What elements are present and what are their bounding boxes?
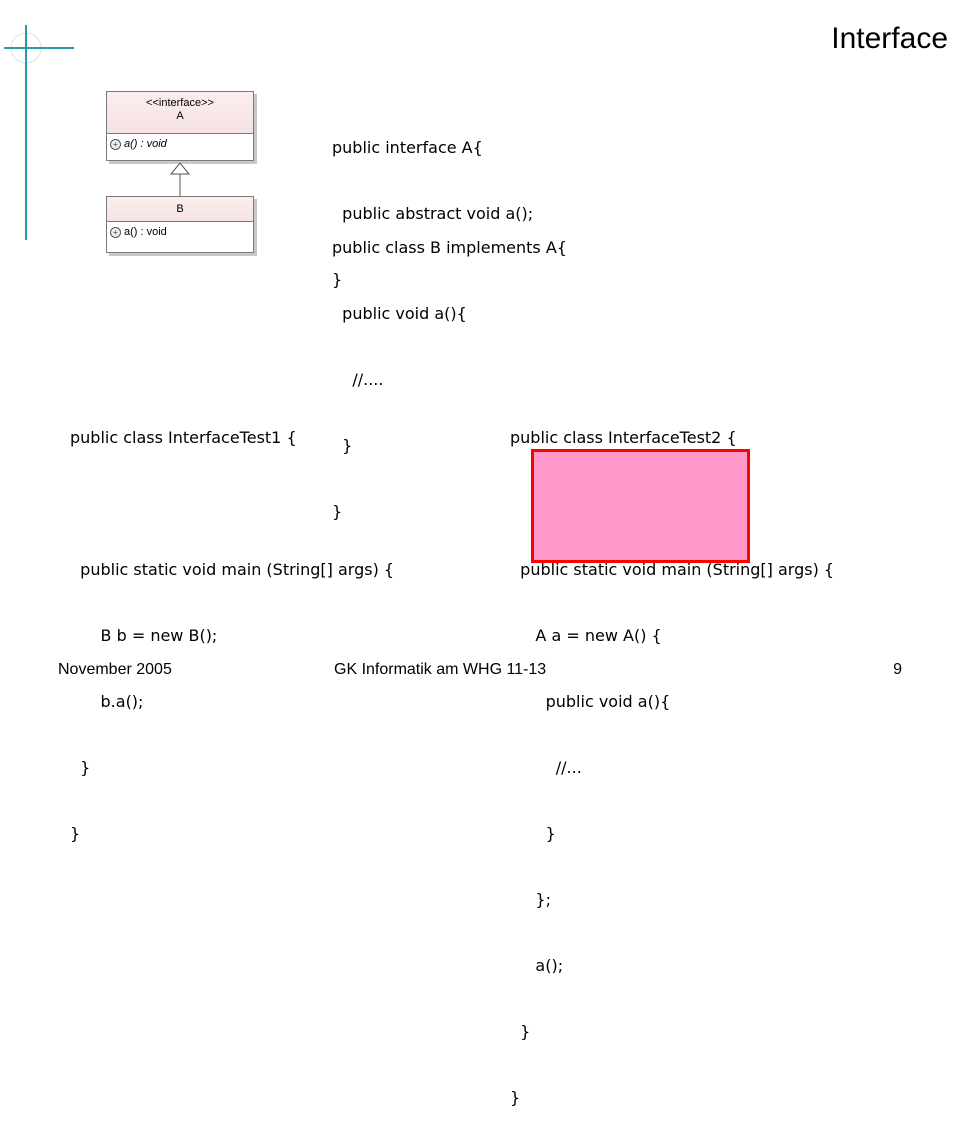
code-line: }	[510, 824, 556, 843]
code-line: public abstract void a();	[332, 204, 534, 223]
uml-interface-a: <<interface>> A + a() : void	[106, 91, 254, 161]
uml-realization-arrow	[169, 162, 191, 196]
code-line: public static void main (String[] args) …	[70, 560, 395, 579]
code-line: }	[70, 824, 81, 843]
code-line: public void a(){	[510, 692, 671, 711]
public-visibility-icon: +	[110, 226, 121, 238]
code-line: };	[510, 890, 551, 909]
code-line	[70, 493, 394, 515]
code-line: }	[332, 436, 353, 455]
code-line: //....	[332, 370, 384, 389]
uml-interface-operation-row: + a() : void	[107, 134, 253, 150]
slide-title: Interface	[831, 22, 948, 55]
uml-interface-stereotype: <<interface>>	[146, 97, 214, 109]
code-line: }	[510, 1022, 531, 1041]
code-line: public class InterfaceTest1 {	[70, 428, 297, 447]
code-interface-test2: public class InterfaceTest2 { public sta…	[510, 383, 834, 1131]
code-line: }	[332, 502, 343, 521]
footer-course: GK Informatik am WHG 11-13	[334, 661, 547, 678]
code-line: public void a(){	[332, 304, 467, 323]
uml-class-operation-row: + a() : void	[107, 222, 253, 238]
uml-class-b: B + a() : void	[106, 196, 254, 253]
code-interface-test1: public class InterfaceTest1 { public sta…	[70, 383, 394, 867]
code-line: }	[510, 1088, 521, 1107]
code-line: public class InterfaceTest2 {	[510, 428, 737, 447]
code-line: public static void main (String[] args) …	[510, 560, 835, 579]
code-line: public class B implements A{	[332, 238, 567, 257]
decorative-crosshair	[4, 25, 74, 240]
code-line: }	[332, 270, 343, 289]
footer-date: November 2005	[58, 661, 172, 678]
code-line: public interface A{	[332, 138, 483, 157]
footer-page-number: 9	[893, 661, 902, 678]
anonymous-class-highlight	[531, 449, 750, 563]
uml-class-name: B	[176, 203, 184, 215]
code-line: a();	[510, 956, 564, 975]
code-line: //...	[510, 758, 582, 777]
uml-interface-name: A	[176, 110, 184, 122]
public-visibility-icon: +	[110, 138, 121, 150]
code-line: }	[70, 758, 91, 777]
code-line: A a = new A() {	[510, 626, 662, 645]
code-line: B b = new B();	[70, 626, 218, 645]
uml-class-operation: a() : void	[124, 226, 167, 238]
code-class-b: public class B implements A{ public void…	[332, 193, 567, 545]
uml-interface-operation: a() : void	[124, 138, 167, 150]
code-line: b.a();	[70, 692, 144, 711]
code-line	[510, 493, 834, 515]
code-interface-a: public interface A{ public abstract void…	[332, 93, 533, 313]
